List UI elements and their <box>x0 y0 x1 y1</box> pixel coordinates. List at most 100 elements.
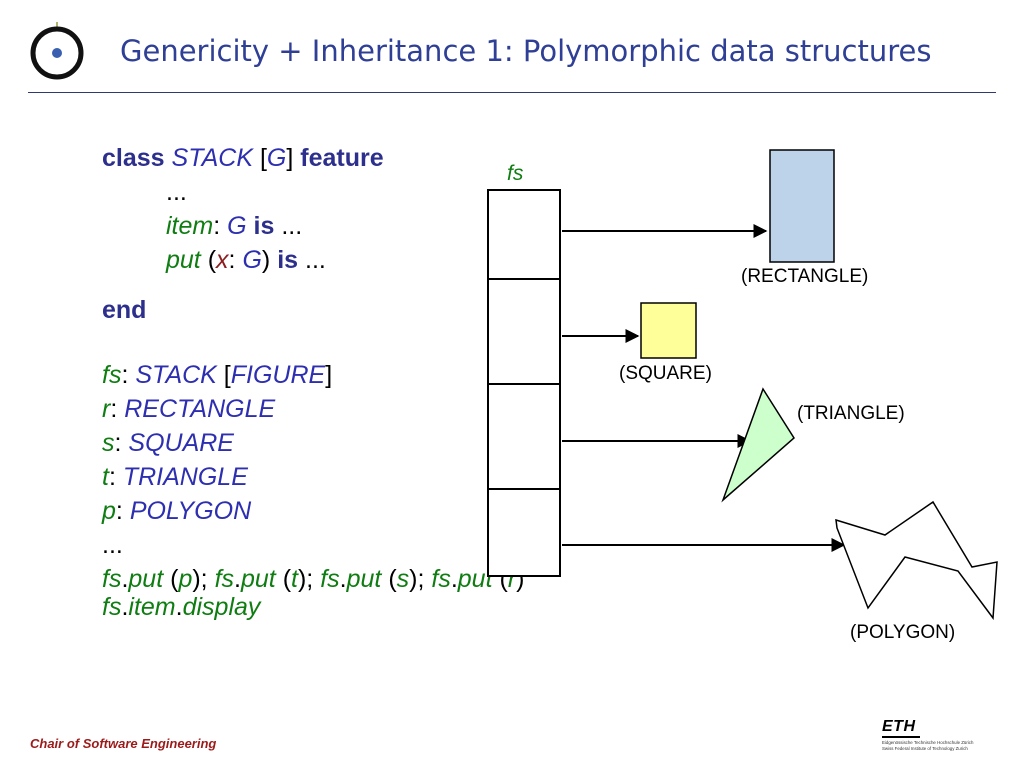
code-token: fs <box>102 565 122 593</box>
code-token: : <box>115 497 130 525</box>
code-token: r <box>507 565 517 593</box>
eth-underline <box>882 736 920 738</box>
code-line: r: RECTANGLE <box>102 392 275 426</box>
code-token: s <box>102 429 115 457</box>
code-token: end <box>102 296 147 324</box>
footer-chair-label: Chair of Software Engineering <box>30 736 217 751</box>
code-token: G <box>266 144 287 172</box>
code-token: ( <box>200 246 217 274</box>
code-token: fs <box>102 593 122 621</box>
square-figure <box>640 302 697 359</box>
eth-logo: ETH Eidgenössische Technische Hochschule… <box>880 718 998 754</box>
code-line: fs.item.display <box>102 590 260 624</box>
code-token: x <box>216 246 229 274</box>
code-token: ... <box>166 178 187 206</box>
code-token: t <box>291 565 298 593</box>
code-token: : <box>108 463 123 491</box>
code-token: p <box>102 497 116 525</box>
triangle-label: (TRIANGLE) <box>797 403 905 424</box>
code-line: item: G is ... <box>166 209 302 243</box>
code-token: . <box>121 565 129 593</box>
eth-line-2: Swiss Federal Institute of Technology Zu… <box>882 746 968 751</box>
code-token: ( <box>492 565 508 593</box>
polygon-label: (POLYGON) <box>850 622 955 643</box>
code-token: ... <box>102 531 123 559</box>
code-token: : <box>213 212 228 240</box>
eth-mark: ETH <box>882 718 916 735</box>
code-token: fs <box>102 361 122 389</box>
code-token: put <box>128 565 164 593</box>
code-token: ... <box>298 246 326 274</box>
code-token: . <box>234 565 241 593</box>
code-token: ); <box>297 565 321 593</box>
code-line: s: SQUARE <box>102 426 234 460</box>
code-line: end <box>102 293 146 327</box>
code-token: : <box>228 246 243 274</box>
code-token: ); <box>409 565 432 593</box>
code-line: fs: STACK [FIGURE] <box>102 358 332 392</box>
code-token: p <box>178 565 193 593</box>
code-token: [ <box>253 144 267 172</box>
code-token: r <box>102 395 111 423</box>
code-token: STACK <box>171 144 254 172</box>
code-token: put <box>240 565 276 593</box>
code-token: item <box>128 593 176 621</box>
code-token: G <box>242 246 262 274</box>
code-line: put (x: G) is ... <box>166 243 326 277</box>
code-token: . <box>175 593 183 621</box>
code-token: : <box>114 429 129 457</box>
slide-title: Genericity + Inheritance 1: Polymorphic … <box>120 34 932 68</box>
code-token: display <box>182 593 261 621</box>
code-token: is <box>277 246 299 274</box>
title-divider <box>28 92 996 93</box>
code-token: put <box>166 246 201 274</box>
code-token: put <box>457 565 493 593</box>
square-label: (SQUARE) <box>619 363 712 384</box>
code-token: feature <box>300 144 384 172</box>
code-token: FIGURE <box>230 361 326 389</box>
code-token: ) <box>261 246 278 274</box>
code-token: [ <box>216 361 231 389</box>
code-token: class <box>102 144 165 172</box>
code-token: put <box>346 565 382 593</box>
code-token: : <box>121 361 136 389</box>
logo <box>30 22 84 80</box>
code-token: item <box>166 212 214 240</box>
triangle-figure <box>721 387 795 503</box>
code-token: fs <box>214 565 235 593</box>
code-token: TRIANGLE <box>122 463 248 491</box>
code-token: . <box>450 565 458 593</box>
code-token: ... <box>274 212 303 240</box>
code-token: . <box>339 565 347 593</box>
code-token: ); <box>192 565 215 593</box>
code-token: ( <box>163 565 179 593</box>
code-line: t: TRIANGLE <box>102 460 248 494</box>
code-token: fs <box>320 565 340 593</box>
eth-line-1: Eidgenössische Technische Hochschule Zür… <box>882 740 974 745</box>
rectangle-label: (RECTANGLE) <box>741 266 868 287</box>
code-token: is <box>253 212 275 240</box>
code-line: fs.put (p); fs.put (t); fs.put (s); fs.p… <box>102 562 524 596</box>
code-token: ) <box>516 565 525 593</box>
stack-label: fs <box>507 162 524 185</box>
code-token: POLYGON <box>129 497 252 525</box>
code-token: s <box>396 565 410 593</box>
code-token: RECTANGLE <box>124 395 276 423</box>
stack-box <box>487 189 561 577</box>
code-token: ( <box>381 565 397 593</box>
code-line: class STACK [G] feature <box>102 141 384 175</box>
code-token: ] <box>325 361 333 389</box>
code-line: ... <box>166 175 187 209</box>
code-token: : <box>110 395 125 423</box>
code-token: fs <box>431 565 451 593</box>
polygon-figure <box>835 500 998 621</box>
code-token: . <box>121 593 129 621</box>
code-token: ( <box>275 565 292 593</box>
code-token: SQUARE <box>128 429 234 457</box>
code-line: ... <box>102 528 123 562</box>
code-token: G <box>227 212 247 240</box>
code-token: STACK <box>135 361 217 389</box>
code-line: p: POLYGON <box>102 494 251 528</box>
code-token: ] <box>286 144 301 172</box>
